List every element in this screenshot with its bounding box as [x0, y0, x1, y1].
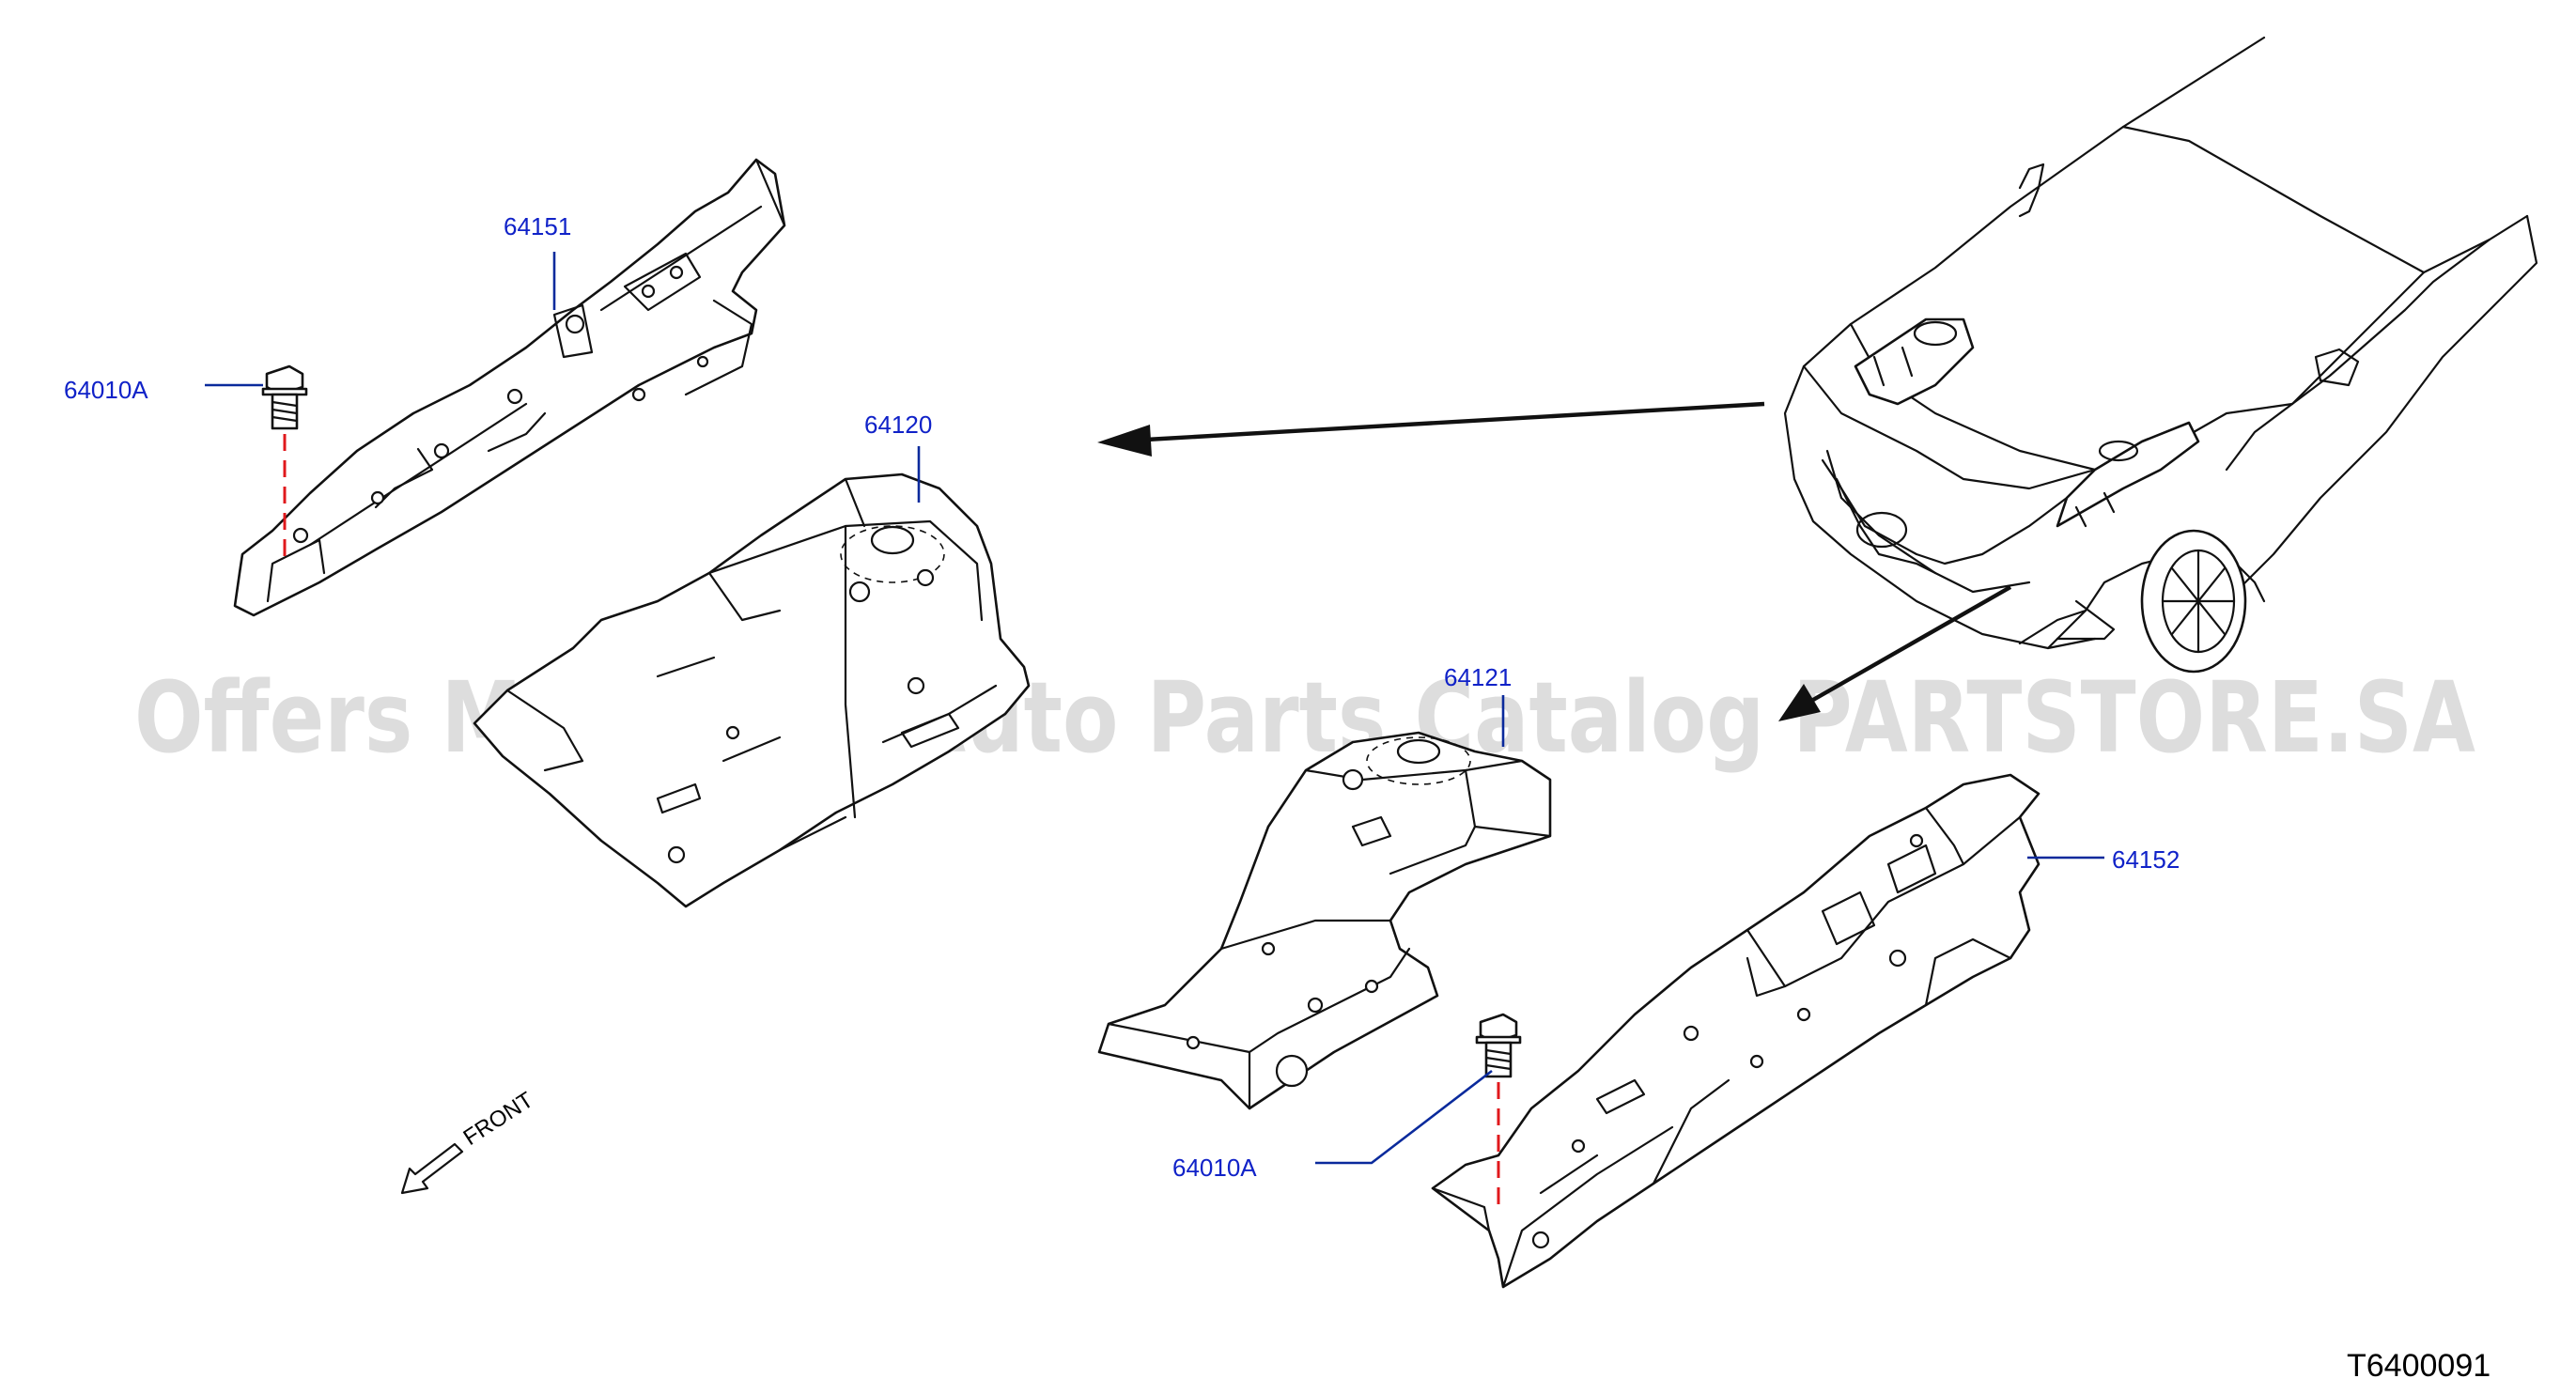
reference-arrow-left [1097, 401, 1765, 457]
bolt-64010a-right[interactable] [1475, 1013, 1522, 1078]
callout-64121[interactable]: 64121 [1444, 663, 1512, 691]
part-64152-rail[interactable] [1431, 773, 2041, 1289]
part-64120-strut-housing[interactable] [473, 472, 1031, 908]
front-label: FRONT [459, 1087, 538, 1151]
vehicle-illustration [1783, 36, 2538, 674]
bolt-64010a-left[interactable] [261, 364, 308, 430]
front-indicator: FRONT [400, 1087, 538, 1195]
part-64121-strut-housing[interactable] [1097, 731, 1552, 1110]
callout-64010a-left[interactable]: 64010A [64, 376, 148, 404]
diagram-code: T6400091 [2347, 1348, 2491, 1384]
part-64151-rail[interactable] [233, 158, 786, 617]
callout-64010a-right[interactable]: 64010A [1172, 1154, 1257, 1182]
callout-64151[interactable]: 64151 [504, 212, 571, 240]
callout-64152[interactable]: 64152 [2112, 845, 2180, 874]
callout-64120[interactable]: 64120 [864, 410, 932, 439]
leader-64010a-right [1315, 1069, 1493, 1165]
reference-arrow-right [1778, 585, 2012, 721]
